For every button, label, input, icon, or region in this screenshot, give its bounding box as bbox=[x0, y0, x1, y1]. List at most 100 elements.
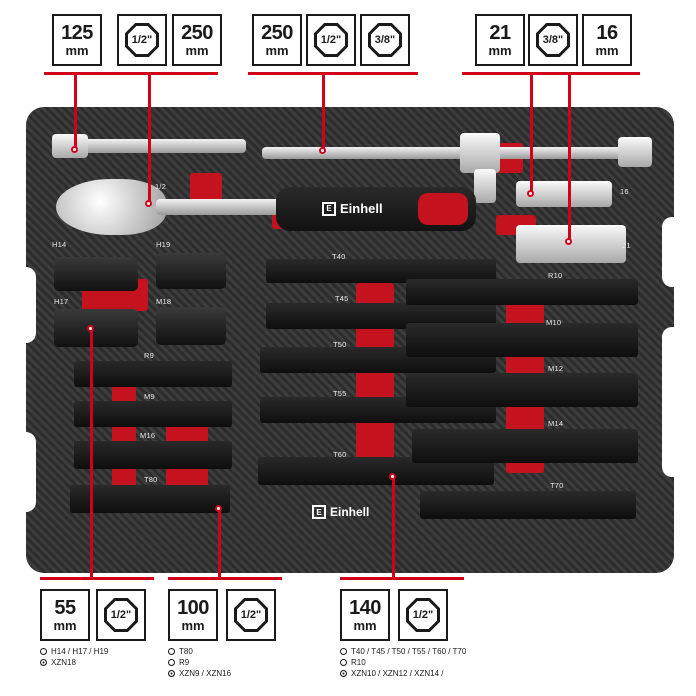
spec-value: 140 bbox=[349, 597, 381, 619]
legend-text: R9 bbox=[179, 658, 190, 667]
bottom-red-bar-middle bbox=[168, 577, 282, 580]
callout-250-ratchet-dot bbox=[145, 200, 152, 207]
legend-row: XZN9 / XZN16 bbox=[168, 668, 231, 679]
filled-circle-icon bbox=[340, 670, 347, 677]
drive-size-label: 1/2" bbox=[128, 26, 156, 54]
drive-half-box: 1/2" bbox=[117, 14, 167, 66]
drive-size-label: 1/2" bbox=[409, 601, 437, 629]
bottom-red-bar-right bbox=[340, 577, 464, 580]
tray-notch-left bbox=[26, 267, 36, 343]
drive-half-box-55: 1/2" bbox=[96, 589, 146, 641]
label-m10: M10 bbox=[546, 318, 562, 327]
brand-logo-icon: E bbox=[322, 201, 336, 216]
brand-logo-icon: E bbox=[312, 505, 326, 519]
spec-unit: mm bbox=[181, 618, 205, 633]
brand-name: Einhell bbox=[340, 201, 383, 216]
callout-250-ext-vertical bbox=[322, 72, 325, 150]
extension-bar-125 bbox=[56, 139, 246, 153]
label-h17: H17 bbox=[54, 297, 69, 306]
ratchet-shaft bbox=[156, 199, 286, 215]
length-100mm-box: 100 mm bbox=[168, 589, 218, 641]
label-t50: T50 bbox=[333, 340, 347, 349]
callout-100-dot bbox=[215, 505, 222, 512]
callout-140-dot bbox=[389, 473, 396, 480]
legend-row: R9 bbox=[168, 657, 231, 668]
spec-value: 55 bbox=[54, 597, 76, 619]
tray-notch-right bbox=[662, 217, 674, 287]
spec-unit: mm bbox=[265, 43, 289, 58]
legend-row: T40 / T45 / T50 / T55 / T60 / T70 bbox=[340, 646, 466, 657]
length-55mm-box: 55 mm bbox=[40, 589, 90, 641]
callout-21-dot bbox=[565, 238, 572, 245]
legend-text: XZN9 / XZN16 bbox=[179, 669, 232, 678]
bit-m9 bbox=[74, 401, 232, 427]
label-21: 21 bbox=[622, 241, 631, 250]
slot-left-2 bbox=[112, 375, 136, 505]
drive-octagon-icon: 1/2" bbox=[125, 23, 159, 57]
label-16: 16 bbox=[620, 187, 629, 196]
socket-h19 bbox=[156, 253, 226, 289]
legend-row: XZN10 / XZN12 / XZN14 / bbox=[340, 668, 466, 679]
spec-value: 125 bbox=[61, 22, 93, 44]
top-red-bar-right bbox=[462, 72, 640, 75]
open-circle-icon bbox=[340, 659, 347, 666]
legend-140: T40 / T45 / T50 / T55 / T60 / T70 R10 XZ… bbox=[340, 646, 466, 679]
spec-unit: mm bbox=[595, 43, 619, 58]
bit-m16 bbox=[74, 441, 232, 469]
callout-125-vertical bbox=[74, 72, 77, 150]
tray-notch-left-bottom bbox=[26, 432, 36, 512]
label-t40: T40 bbox=[332, 252, 346, 261]
drive-half-box-100: 1/2" bbox=[226, 589, 276, 641]
drive-three-eighths-box-2: 3/8" bbox=[528, 14, 578, 66]
callout-100-vertical bbox=[218, 510, 221, 578]
label-h19: H19 bbox=[156, 240, 171, 249]
open-circle-icon bbox=[168, 648, 175, 655]
drive-octagon-icon: 1/2" bbox=[234, 598, 268, 632]
label-m14: M14 bbox=[548, 419, 564, 428]
drive-octagon-icon: 1/2" bbox=[104, 598, 138, 632]
callout-16-dot bbox=[527, 190, 534, 197]
callout-55-dot bbox=[87, 325, 94, 332]
filled-circle-icon bbox=[168, 670, 175, 677]
socket-m18 bbox=[156, 307, 226, 345]
spec-unit: mm bbox=[65, 43, 89, 58]
label-m12: M12 bbox=[548, 364, 564, 373]
callout-250-ext-dot bbox=[319, 147, 326, 154]
legend-text: H14 / H17 / H19 bbox=[51, 647, 109, 656]
legend-100: T80 R9 XZN9 / XZN16 bbox=[168, 646, 231, 679]
spec-value: 21 bbox=[489, 22, 511, 44]
callout-250-ratchet bbox=[148, 72, 151, 204]
label-t55: T55 bbox=[333, 389, 347, 398]
label-t80-left: T80 bbox=[144, 475, 158, 484]
spec-value: 100 bbox=[177, 597, 209, 619]
bit-t80 bbox=[70, 485, 230, 513]
label-t70: T70 bbox=[550, 481, 564, 490]
legend-text: T40 / T45 / T50 / T55 / T60 / T70 bbox=[351, 647, 467, 656]
drive-size-label: 1/2" bbox=[317, 26, 345, 54]
top-red-bar-left bbox=[44, 72, 218, 75]
socket-h14 bbox=[54, 257, 138, 291]
bit-m12 bbox=[406, 373, 638, 407]
ratchet-head bbox=[56, 179, 166, 235]
legend-row: H14 / H17 / H19 bbox=[40, 646, 108, 657]
extension-bar-250 bbox=[262, 147, 648, 159]
bit-m10 bbox=[406, 323, 638, 357]
label-m16: M16 bbox=[140, 431, 156, 440]
tray-brand: E Einhell bbox=[312, 505, 369, 519]
length-140mm-box: 140 mm bbox=[340, 589, 390, 641]
bit-r9 bbox=[74, 361, 232, 387]
length-21mm-box: 21 mm bbox=[475, 14, 525, 66]
drive-octagon-icon: 1/2" bbox=[314, 23, 348, 57]
drive-size-label: 3/8" bbox=[371, 26, 399, 54]
open-circle-icon bbox=[168, 659, 175, 666]
legend-55: H14 / H17 / H19 XZN18 bbox=[40, 646, 108, 668]
spec-value: 250 bbox=[181, 22, 213, 44]
spec-unit: mm bbox=[488, 43, 512, 58]
tray-notch-right-bottom bbox=[662, 327, 674, 477]
drive-octagon-icon: 1/2" bbox=[406, 598, 440, 632]
drive-half-box-2: 1/2" bbox=[306, 14, 356, 66]
length-250mm-box-2: 250 mm bbox=[252, 14, 302, 66]
legend-text: T80 bbox=[179, 647, 193, 656]
callout-55-vertical bbox=[90, 330, 93, 578]
label-t45: T45 bbox=[335, 294, 349, 303]
